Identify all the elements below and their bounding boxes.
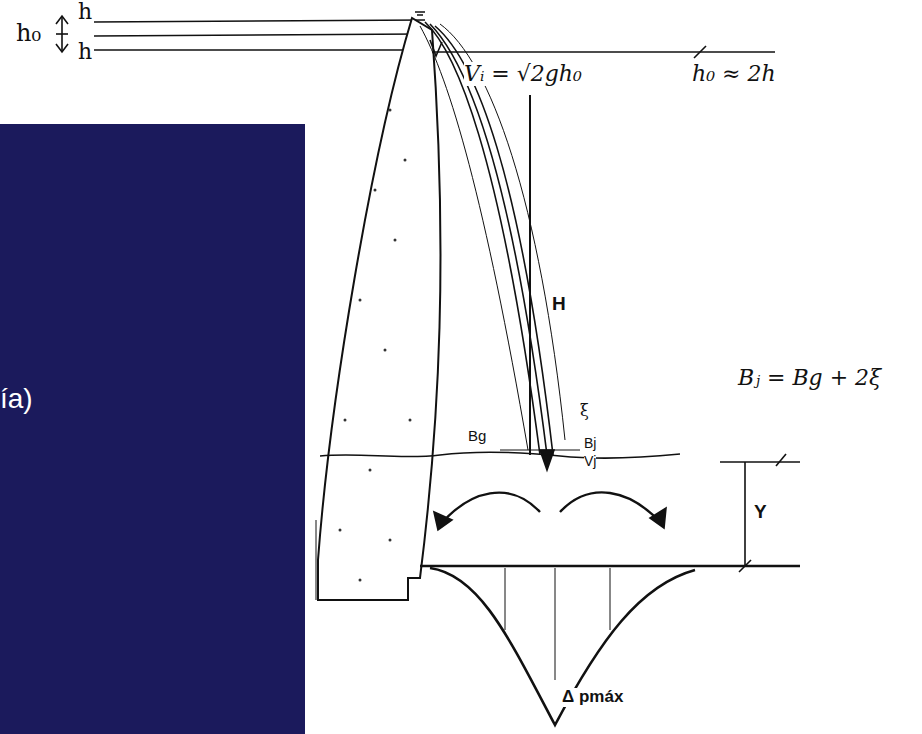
jet-spray (420, 26, 528, 450)
bj-line (500, 450, 580, 451)
dimension-label: Y (754, 502, 767, 523)
slide-text: ía) (0, 384, 33, 415)
inset-panel (0, 0, 310, 124)
tailwater-surface (320, 452, 680, 458)
depth-line (744, 462, 746, 566)
circulation-arrow (560, 492, 660, 522)
formula: h₀ ≈ 2h (692, 62, 776, 86)
arrowhead (434, 512, 452, 530)
part-label: Bg (468, 428, 486, 445)
profile-line (610, 568, 611, 630)
profile-line (555, 568, 556, 680)
part-label: ξ (580, 402, 589, 420)
part-label: Vj (584, 454, 596, 469)
arrowheads (56, 16, 68, 52)
height-line (529, 95, 531, 455)
circulation-arrow (440, 493, 540, 525)
tick (56, 33, 68, 35)
jet-spray (440, 24, 565, 440)
figure-panel (305, 0, 922, 734)
jet-line (425, 22, 540, 455)
dam-body (318, 18, 441, 600)
flow-arrow (430, 40, 442, 56)
part-label: Bj (584, 436, 596, 451)
scour-hole (430, 568, 695, 725)
river-bed (420, 565, 800, 567)
formula: Bⱼ = Bg + 2ξ (738, 366, 881, 390)
dimension-label: H (552, 294, 566, 315)
level-line (94, 49, 415, 51)
energy-line (432, 51, 775, 53)
jet-line (435, 26, 553, 455)
tick (776, 454, 786, 466)
concrete-dots (339, 109, 412, 582)
profile-line (505, 568, 506, 630)
dimension-label: h (78, 40, 92, 64)
tick (694, 46, 706, 58)
drawing (56, 12, 800, 725)
dimension-label: Δ pmáx (562, 688, 623, 707)
level-line (94, 34, 420, 36)
formula: Vᵢ = √2gh₀ (464, 62, 582, 86)
footing-line (316, 520, 317, 600)
surface-symbol (415, 12, 425, 15)
level-line (94, 20, 425, 22)
jet-arrowhead (540, 450, 554, 470)
dimension-label: h (78, 0, 92, 24)
arrowhead (650, 508, 666, 528)
dimension-label: h₀ (16, 20, 41, 46)
tick (720, 461, 800, 463)
jet-line (430, 24, 547, 455)
